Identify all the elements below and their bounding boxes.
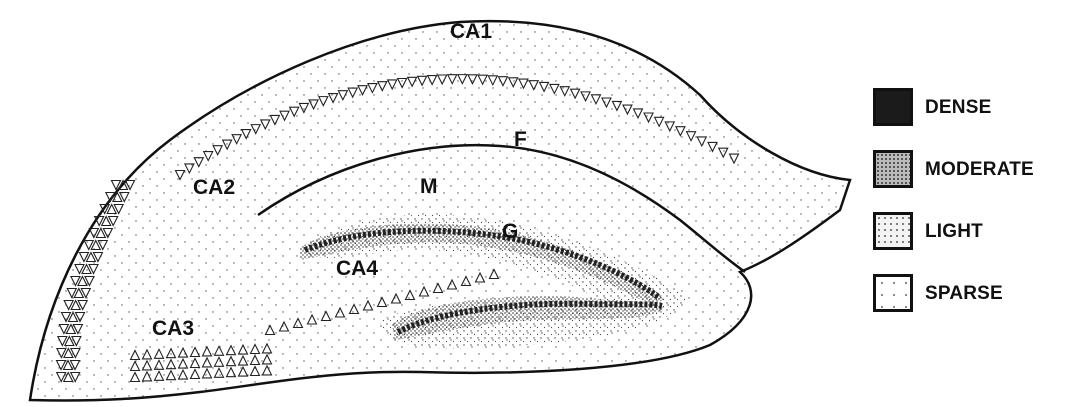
legend-label-dense: DENSE — [925, 97, 991, 119]
swatch-moderate — [873, 150, 913, 188]
legend-item-sparse: SPARSE — [873, 274, 1063, 314]
label-ca3: CA3 — [152, 317, 194, 340]
swatch-sparse — [873, 274, 913, 312]
legend-label-sparse: SPARSE — [925, 283, 1003, 305]
density-legend: DENSE MODERATE LIGHT SPARSE — [873, 88, 1063, 336]
label-f: F — [514, 128, 527, 151]
label-ca1: CA1 — [450, 20, 492, 43]
label-g: G — [502, 220, 518, 243]
legend-item-dense: DENSE — [873, 88, 1063, 128]
label-ca2: CA2 — [193, 176, 235, 199]
label-m: M — [420, 175, 438, 198]
legend-label-moderate: MODERATE — [925, 159, 1034, 181]
legend-item-moderate: MODERATE — [873, 150, 1063, 190]
label-ca4: CA4 — [336, 257, 378, 280]
legend-item-light: LIGHT — [873, 212, 1063, 252]
swatch-light — [873, 212, 913, 250]
legend-label-light: LIGHT — [925, 221, 983, 243]
swatch-dense — [873, 88, 913, 126]
